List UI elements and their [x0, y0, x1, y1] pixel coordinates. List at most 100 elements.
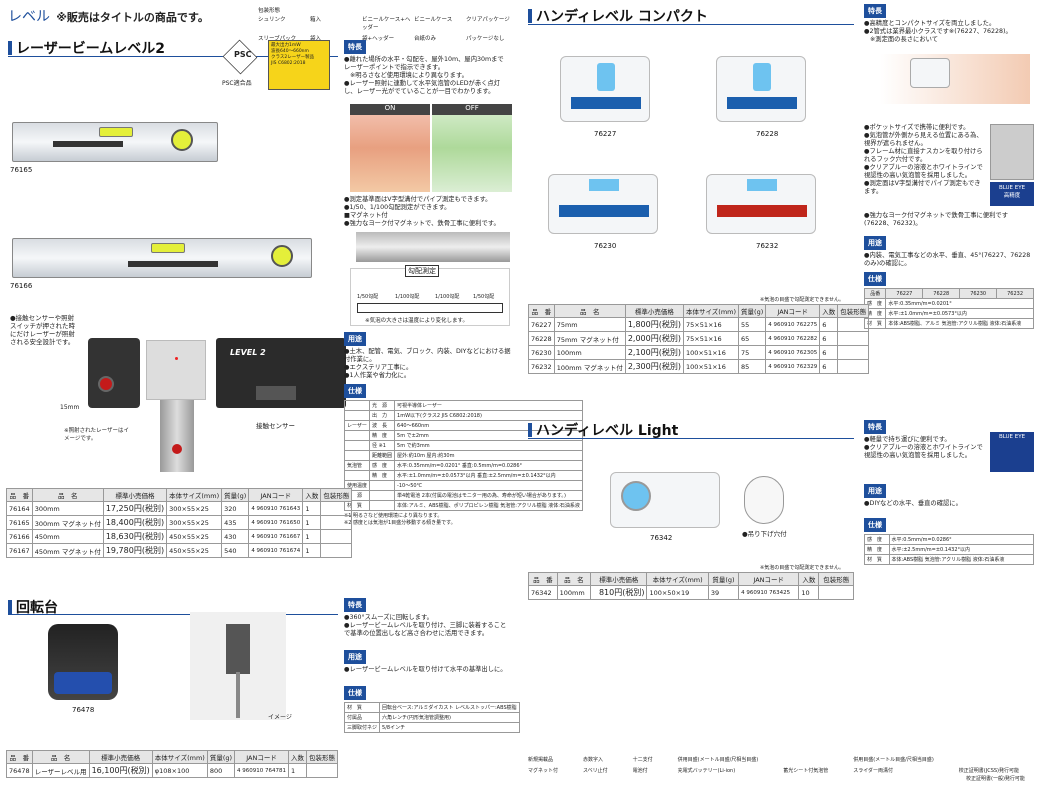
slope-diagram: 勾配測定 1/50勾配 1/100勾配 1/100勾配 1/50勾配 ※気泡の大… [350, 265, 510, 326]
spec-row: 感 度水平:0.5mm/m=0.0286° [864, 534, 1035, 545]
product-image-76166 [12, 238, 312, 278]
spec-row: 光 源可視半導体レーザー [343, 400, 583, 411]
page-header: レベル ※販売はタイトルの商品です。 [8, 6, 248, 26]
column-header: JANコード [248, 488, 304, 502]
cell-pack [837, 331, 870, 346]
cell-weight: 435 [221, 515, 250, 530]
hang-photo [744, 476, 784, 524]
hand-photo [880, 54, 1030, 104]
spec-cell: 径 ※1 [369, 440, 396, 451]
spec-cell: 本体:ABS樹脂、アルミ 気泡管:アクリル樹脂 液体:石油系液 [885, 318, 1034, 329]
spec-cell: 気泡管 [343, 460, 371, 471]
legend-item: シュリンク [258, 17, 286, 23]
column-header: 標準小売価格 [624, 304, 684, 318]
icon-legend: 新規掲載品赤数字入十二支付併用目盛(メートル目盛/尺相当目盛)併用目盛(メートル… [528, 757, 1020, 774]
cell-code: 76232 [528, 359, 555, 374]
cell-size: 300×55×25 [166, 501, 223, 516]
spec-cell: 水平:±2.5mm/m=±0.1432°以内 [888, 544, 1035, 555]
spec-cell: 精 度 [864, 544, 890, 555]
cell-qty: 1 [302, 501, 322, 516]
product-detail-image [88, 338, 140, 408]
light-spec-table: 感 度水平:0.5mm/m=0.0286°精 度水平:±2.5mm/m=±0.1… [864, 534, 1035, 565]
cell-weight: 39 [707, 585, 740, 600]
cell-pack [837, 317, 870, 332]
cell-code: 76166 [6, 529, 33, 544]
cell-qty: 6 [819, 359, 839, 374]
spec-cell: 水平:0.35mm/m=0.0201° 垂直:0.5mm/m=0.0286° [394, 460, 583, 471]
spec-cell: 精 度 [369, 430, 396, 441]
cell-size: 100×51×16 [682, 345, 740, 360]
light-use-box: 用途 ●DIYなどの水平、垂直の確認に。 [864, 484, 1036, 508]
legend-item: 袋入 [310, 36, 322, 42]
product-image-76342 [610, 472, 720, 528]
column-header: JANコード [234, 750, 290, 764]
compact-title: ハンディレベル コンパクト [528, 6, 708, 26]
spec-cell [343, 410, 371, 421]
cell-pack [320, 501, 353, 516]
cell-pack [306, 763, 339, 778]
spec-cell: 感 度 [864, 534, 890, 545]
cell-price: 810円(税別) [590, 585, 648, 600]
compact-points: ●ポケットサイズで携帯に便利です。●気泡管が外側から見える位置にある為、視界が遮… [864, 124, 983, 195]
cell-price: 16,100円(税別) [88, 763, 153, 778]
psc-label: PSC適合品 [222, 80, 252, 87]
column-header: 入数 [798, 572, 820, 586]
column-header: 質量(g) [738, 304, 767, 318]
cell-name: 450mm [31, 529, 104, 544]
spec-row: 電 源単4乾電池 2本(付属の電池はモニター用の為、寿命が短い場合があります。) [343, 490, 583, 501]
spec-cell [343, 400, 371, 411]
spec-cell: 材 質 [864, 554, 890, 565]
column-header: 質量(g) [206, 750, 236, 764]
cell-code: 76342 [528, 585, 558, 600]
spec-cell: 回転台ベース:アルミダイカスト レベルストッパー:ABS樹脂 [379, 702, 520, 713]
spec-row: 精 度水平:±2.5mm/m=±0.1432°以内 [864, 544, 1035, 555]
spec-cell [343, 470, 371, 481]
column-header: 入数 [302, 488, 322, 502]
spec-cell: 出 力 [369, 410, 396, 421]
cell-size: 450×55×25 [166, 529, 223, 544]
column-header: 76227 [885, 288, 924, 299]
column-header: 質量(g) [707, 572, 740, 586]
cell-pack [818, 585, 854, 600]
cell-qty: 1 [302, 529, 322, 544]
column-header: JANコード [765, 304, 821, 318]
spec-cell: 六角レンチ(円形気泡管調整用) [379, 712, 520, 723]
laser-use-box: 用途 ●土木、配管、電気、ブロック、内装、DIYなどにおける据付作業に。●エクス… [344, 332, 512, 380]
cell-jan: 4 960910 761674 [248, 543, 304, 558]
product-image-76232 [706, 174, 816, 234]
cell-weight: 55 [738, 317, 767, 332]
cell-price: 18,400円(税別) [102, 515, 168, 530]
column-header: 包装形態 [818, 572, 854, 586]
legend-item: クリアパッケージ [466, 17, 510, 23]
cell-pack [837, 359, 870, 374]
cell-weight: 85 [738, 359, 767, 374]
compact-use-box: 用途 ●内装、電気工事などの水平、垂直、45°(76227、76228のみ)の確… [864, 236, 1036, 268]
column-header: 品 名 [31, 488, 104, 502]
cell-name: 450mm マグネット付 [31, 543, 104, 558]
cell-jan: 4 960910 761643 [248, 501, 304, 516]
cell-qty: 6 [819, 317, 839, 332]
spec-cell: 三脚取付ネジ [343, 722, 381, 733]
column-header: 標準小売価格 [590, 572, 648, 586]
spec-row: 精 度水平:±1.0mm/m=±0.0573°以内 [863, 308, 1034, 319]
cell-price: 17,250円(税別) [102, 501, 168, 516]
spec-cell: 可視半導体レーザー [394, 400, 583, 411]
spec-cell: 本体:ABS樹脂 気泡管:アクリル樹脂 液体:石油系液 [888, 554, 1035, 565]
tripod-photo [190, 612, 286, 720]
cell-code: 76228 [528, 331, 555, 346]
spec-cell: 水平:0.5mm/m=0.0286° [888, 534, 1035, 545]
legend-item: 台紙のみ [414, 36, 437, 42]
led-off-photo: OFF [432, 104, 512, 192]
spec-cell [343, 430, 371, 441]
cell-weight: 800 [206, 763, 236, 778]
turntable-spec-table: 材 質回転台ベース:アルミダイカスト レベルストッパー:ABS樹脂付属品六角レン… [343, 702, 520, 733]
laser-level-photo: LEVEL 2 [216, 338, 346, 408]
